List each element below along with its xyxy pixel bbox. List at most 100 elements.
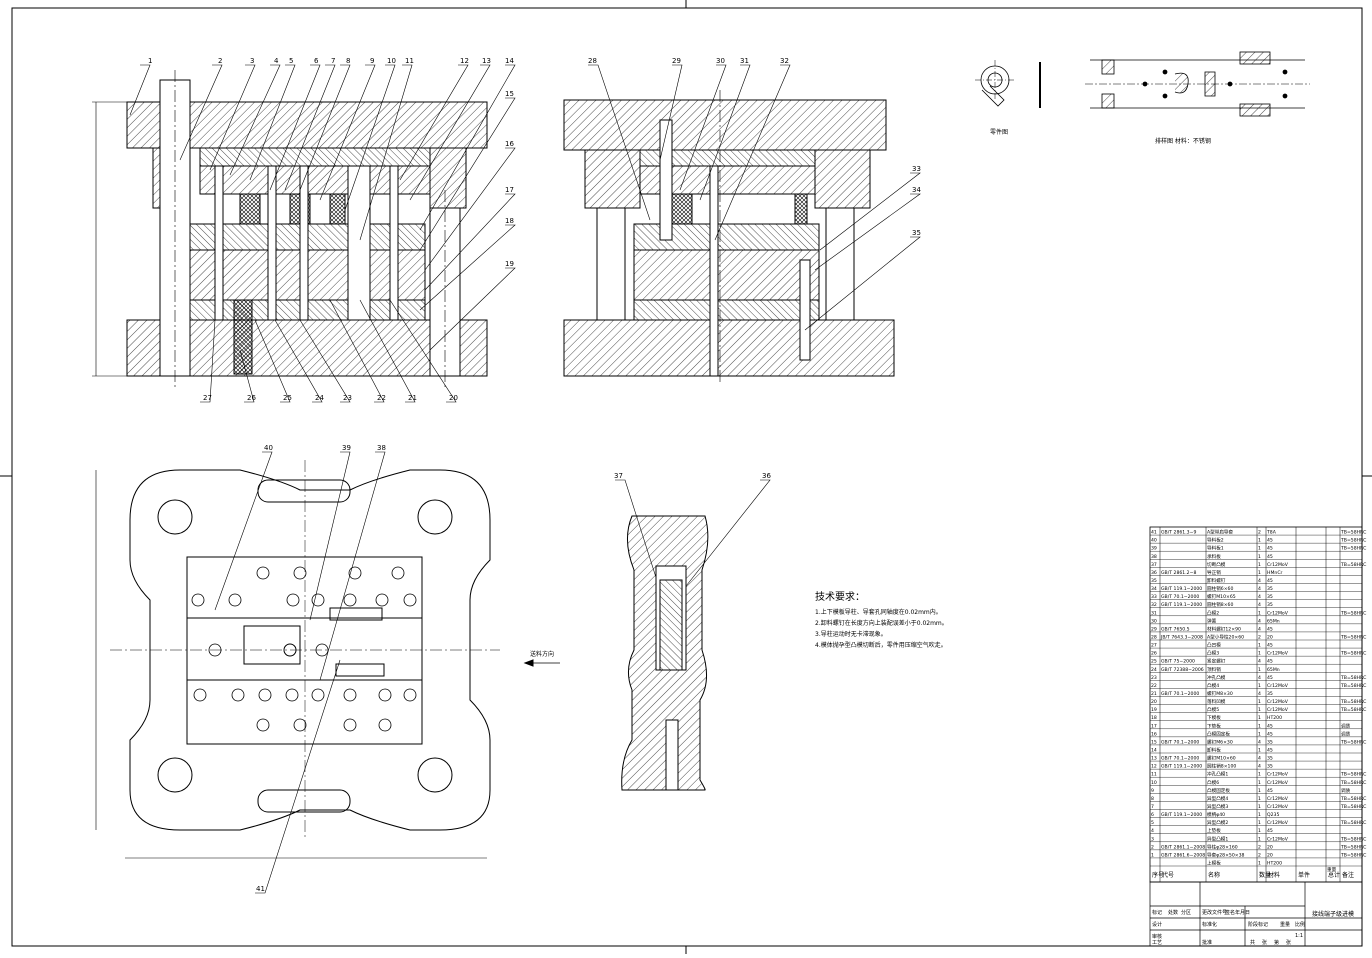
feed-direction-label: 送料方向 [530, 650, 554, 658]
bom-cell: 1 [1258, 546, 1261, 552]
tb-label: 签名 [1225, 909, 1235, 916]
bom-cell: 18 [1151, 715, 1157, 721]
bom-cell: 23 [1151, 675, 1157, 681]
tb-scale: 1:1 [1295, 933, 1303, 939]
part-number: 35 [912, 229, 921, 237]
bom-header-cell: 总计 [1328, 871, 1340, 879]
bom-cell: HMnCr [1267, 570, 1283, 576]
bom-cell: Cr12MoV [1267, 780, 1289, 786]
bom-cell: 1 [1258, 554, 1261, 560]
bom-cell: 2 [1258, 844, 1261, 850]
strip-caption: 排样图 材料：不锈钢 [1155, 137, 1211, 145]
bom-cell: 31 [1151, 610, 1157, 616]
bom-cell: 切断凸模 [1207, 561, 1226, 568]
bom-cell: 螺钉M8×30 [1207, 690, 1233, 697]
part-number: 27 [203, 394, 212, 402]
front-section-view [92, 70, 488, 390]
tb-label: 审核 [1152, 933, 1162, 940]
bom-cell: TB=58HRC [1340, 707, 1366, 713]
bom-cell: 34 [1151, 586, 1157, 592]
bom-cell: TB=58HRC [1340, 610, 1366, 616]
tb-label: 分区 [1181, 909, 1191, 916]
bom-cell: Cr12MoV [1267, 820, 1289, 826]
side-part-numbers: 28 29 30 31 32 33 34 35 [588, 57, 921, 237]
part-number: 29 [672, 57, 681, 65]
bom-cell: TB=58HRC [1340, 772, 1366, 778]
bom-cell: 4 [1258, 626, 1261, 632]
bom-cell: 导料板1 [1207, 545, 1224, 552]
bom-cell: 上垫板 [1207, 827, 1221, 834]
bom-cell: GB/T 75−2000 [1161, 659, 1195, 665]
tech-requirements: 技术要求： 1.上下模板导柱、导套孔同轴度在0.02mm内。 2.卸料螺钉在长度… [815, 590, 948, 649]
tech-req-item: 4.模体抛孕型凸模切断后，零件用压缩空气吹走。 [815, 641, 947, 649]
bom-cell: GB/T 70.1−2000 [1161, 739, 1199, 745]
part-number: 30 [716, 57, 725, 65]
bom-cell: 1 [1258, 828, 1261, 834]
bom-cell: 45 [1267, 554, 1273, 560]
bom-cell: GB/T 119.1−2000 [1161, 586, 1202, 592]
bom-cell: 4 [1258, 659, 1261, 665]
bom-cell: Cr12MoV [1267, 804, 1289, 810]
bom-cell: 下模板 [1207, 714, 1221, 721]
bom-weight-label: 重量 [1327, 866, 1337, 873]
bom-cell: 1 [1258, 667, 1261, 673]
bom-cell: 4 [1258, 739, 1261, 745]
part-number: 8 [346, 57, 350, 65]
bom-cell: 异型凸模2 [1207, 819, 1228, 826]
bom-cell: T8A [1266, 530, 1277, 536]
bom-cell: 螺钉M6×30 [1207, 738, 1233, 745]
bom-cell: Cr12MoV [1267, 610, 1289, 616]
bom-cell: 4 [1258, 594, 1261, 600]
bom-cell: 凸模6 [1207, 779, 1219, 786]
bom-cell: TB=58HRC [1340, 796, 1366, 802]
bom-cell: 异型凸模1 [1207, 835, 1228, 842]
bom-cell: 25 [1151, 659, 1157, 665]
title-block [1149, 881, 1363, 947]
bom-cell: 14 [1151, 748, 1157, 754]
bom-cell: 20 [1267, 852, 1273, 858]
bom-cell: GB/T 72388−2006 [1161, 667, 1204, 673]
bom-cell: 承料板 [1207, 553, 1221, 560]
part-number: 10 [387, 57, 396, 65]
bom-cell: 28 [1151, 635, 1157, 641]
bom-cell: 2 [1151, 844, 1154, 850]
bom-cell: TB=58HRC [1340, 820, 1366, 826]
bom-cell: Cr12MoV [1267, 796, 1289, 802]
strip-layout [1085, 51, 1310, 117]
part-number: 25 [283, 394, 292, 402]
bom-cell: 6 [1151, 812, 1154, 818]
bom-cell: 3 [1151, 836, 1154, 842]
tech-req-item: 2.卸料螺钉在长度方向上装配误差小于0.02mm。 [815, 619, 948, 627]
bom-cell: 1 [1258, 748, 1261, 754]
bom-cell: GB/T 70.1−2000 [1161, 594, 1199, 600]
bom-cell: 1 [1258, 788, 1261, 794]
tb-label: 年月日 [1235, 909, 1250, 916]
bom-cell: 11 [1151, 772, 1157, 778]
tb-label: 第 [1274, 939, 1279, 946]
bom-cell: 1 [1258, 731, 1261, 737]
bom-cell: 1 [1258, 804, 1261, 810]
bom-cell: TB=58HRC [1340, 852, 1366, 858]
part-number: 41 [256, 885, 265, 893]
bom-cell: 20 [1151, 699, 1157, 705]
bom-cell: 19 [1151, 707, 1157, 713]
bom-header-cell: 序号 [1152, 871, 1164, 879]
bom-cell: 30 [1151, 618, 1157, 624]
bom-cell: 20 [1267, 844, 1273, 850]
bom-cell: 35 [1267, 594, 1273, 600]
bom-cell: 圆柱销8×60 [1207, 601, 1233, 608]
part-number: 14 [505, 57, 514, 65]
bom-cell: 4 [1258, 756, 1261, 762]
tb-label: 工艺 [1152, 940, 1162, 946]
tb-label: 设计 [1152, 921, 1162, 928]
bom-cell: 36 [1151, 570, 1157, 576]
bom-cell: TB=58HRC [1340, 546, 1366, 552]
part-number: 34 [912, 186, 921, 194]
bom-cell: 22 [1151, 683, 1157, 689]
part-number: 15 [505, 90, 514, 98]
bom-cell: 凸模3 [1207, 650, 1219, 657]
bom-cell: TB=58HRC [1340, 836, 1366, 842]
part-number: 6 [314, 57, 319, 65]
bom-cell: TB=58HRC [1340, 699, 1366, 705]
